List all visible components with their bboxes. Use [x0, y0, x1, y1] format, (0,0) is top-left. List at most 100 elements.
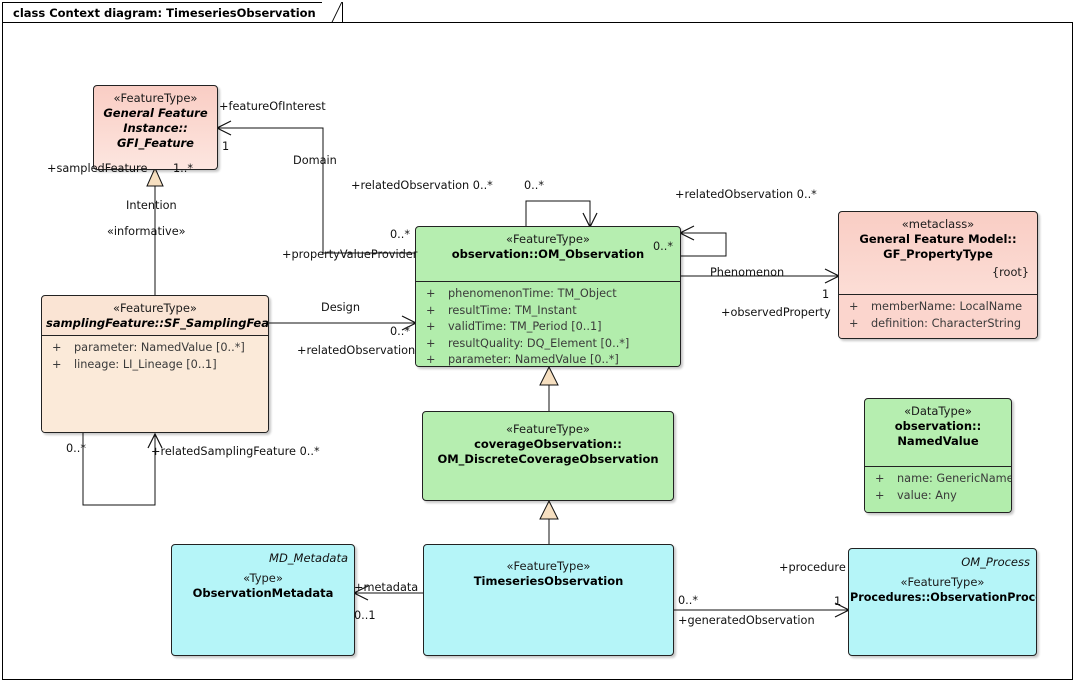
- label-relatedsamplingfeature-role: +relatedSamplingFeature 0..*: [151, 445, 320, 458]
- class-name-line-2: Instance::: [123, 121, 188, 135]
- class-sf-samplingfeature-attributes: +parameter: NamedValue [0..*] + lineage: …: [42, 335, 268, 432]
- label-featureofinterest-multiplicity: 1: [222, 140, 230, 153]
- stereotype-label: «Type»: [243, 571, 283, 585]
- class-om-discretecoverageobservation-header: «FeatureType» coverageObservation:: OM_D…: [423, 412, 673, 471]
- class-name-line-1: observation::: [894, 419, 982, 433]
- class-name-line-1: coverageObservation::: [474, 437, 622, 451]
- class-timeseriesobservation[interactable]: «FeatureType» TimeseriesObservation: [423, 544, 674, 656]
- attribute-row: +parameter: NamedValue [0..*]: [45, 340, 265, 357]
- label-domain-name: Domain: [293, 154, 337, 167]
- class-namedvalue[interactable]: «DataType» observation:: NamedValue + nam…: [864, 398, 1012, 513]
- label-propertyvalueprovider-multiplicity: 0..*: [390, 228, 411, 241]
- class-om-observation-header: «FeatureType» observation::OM_Observatio…: [416, 227, 680, 281]
- diagram-frame: «FeatureType» General Feature Instance::…: [2, 22, 1073, 680]
- label-phenomenon-name: Phenomenon: [710, 266, 785, 279]
- class-observationmetadata[interactable]: MD_Metadata «Type» ObservationMetadata: [171, 544, 355, 656]
- attribute-row: + value: Any: [868, 488, 1008, 505]
- label-intention-name: Intention: [126, 199, 177, 212]
- class-tag-label: OM_Process: [961, 555, 1030, 569]
- label-generatedobservation-multiplicity: 0..*: [678, 594, 699, 607]
- class-gf-propertytype[interactable]: «metaclass» General Feature Model:: GF_P…: [838, 211, 1038, 339]
- stereotype-label: «FeatureType»: [506, 422, 590, 436]
- label-featureofinterest-role: +featureOfInterest: [219, 100, 326, 113]
- class-name: samplingFeature::SF_SamplingFeature: [46, 316, 269, 330]
- attribute-text: parameter: NamedValue [0..*]: [448, 353, 619, 366]
- stereotype-label: «FeatureType»: [506, 232, 590, 246]
- class-sf-samplingfeature[interactable]: «FeatureType» samplingFeature::SF_Sampli…: [41, 295, 269, 433]
- root-constraint: {root}: [991, 266, 1029, 279]
- label-sampledfeature-multiplicity: 1..*: [173, 162, 194, 175]
- class-sf-samplingfeature-header: «FeatureType» samplingFeature::SF_Sampli…: [42, 296, 268, 335]
- visibility-marker: +: [426, 287, 436, 300]
- label-propertyvalueprovider-role: +propertyValueProvider: [282, 248, 418, 261]
- label-domain-relatedobservation-role: +relatedObservation 0..*: [351, 179, 493, 192]
- visibility-marker: +: [426, 320, 436, 333]
- class-name-line-2: NamedValue: [897, 434, 979, 448]
- class-namedvalue-header: «DataType» observation:: NamedValue: [865, 399, 1011, 466]
- attribute-text: lineage: LI_Lineage [0..1]: [74, 357, 217, 371]
- visibility-marker: +: [875, 472, 885, 485]
- attribute-text: name: GenericName: [897, 472, 1012, 485]
- diagram-tab-title: class Context diagram: TimeseriesObserva…: [2, 2, 343, 23]
- label-design-multiplicity: 0..*: [390, 325, 411, 338]
- stereotype-label: «FeatureType»: [506, 559, 591, 573]
- visibility-marker: +: [849, 300, 859, 313]
- label-procedure-role: +procedure: [779, 561, 846, 574]
- visibility-marker: +: [426, 303, 436, 317]
- label-design-name: Design: [321, 301, 361, 314]
- class-observationprocess[interactable]: OM_Process «FeatureType» Procedures::Obs…: [848, 548, 1037, 656]
- label-self-relatedobservation-top-multiplicity: 0..*: [524, 179, 545, 192]
- label-relatedsamplingfeature-multiplicity: 0..*: [66, 442, 87, 455]
- class-name: observation::OM_Observation: [451, 247, 645, 261]
- attribute-row: +resultQuality: DQ_Element [0..*]: [419, 336, 677, 353]
- class-om-discretecoverageobservation[interactable]: «FeatureType» coverageObservation:: OM_D…: [422, 411, 674, 501]
- class-om-observation[interactable]: «FeatureType» observation::OM_Observatio…: [415, 226, 681, 367]
- label-sampledfeature-role: +sampledFeature: [47, 162, 148, 175]
- class-namedvalue-attributes: + name: GenericName + value: Any: [865, 466, 1012, 512]
- class-gf-propertytype-header: «metaclass» General Feature Model:: GF_P…: [839, 212, 1037, 294]
- visibility-marker: +: [52, 357, 62, 371]
- class-name-line-1: General Feature Model::: [859, 232, 1017, 246]
- visibility-marker: +: [849, 316, 859, 330]
- corner-multiplicity: 0..*: [652, 240, 673, 253]
- class-timeseriesobservation-header: «FeatureType» TimeseriesObservation: [424, 545, 673, 593]
- visibility-marker: +: [426, 336, 436, 350]
- attribute-row: +phenomenonTime: TM_Object: [419, 286, 677, 303]
- label-observedproperty-role: +observedProperty: [721, 306, 831, 319]
- class-tag-label: MD_Metadata: [269, 551, 348, 565]
- attribute-row: + validTime: TM_Period [0..1]: [419, 319, 677, 336]
- attribute-text: definition: CharacterString: [871, 316, 1022, 330]
- class-name-line-2: OM_DiscreteCoverageObservation: [437, 452, 659, 466]
- label-procedure-multiplicity: 1: [834, 595, 842, 608]
- label-generatedobservation-role: +generatedObservation: [678, 614, 815, 627]
- class-observationmetadata-header: «Type» ObservationMetadata: [172, 545, 354, 605]
- attribute-text: memberName: LocalName: [871, 300, 1023, 313]
- attribute-row: + definition: CharacterString: [842, 316, 1034, 333]
- attribute-row: + memberName: LocalName: [842, 299, 1034, 316]
- label-metadata-multiplicity: 0..1: [354, 609, 376, 622]
- visibility-marker: +: [52, 341, 62, 354]
- class-observationprocess-header: «FeatureType» Procedures::ObservationPro…: [849, 549, 1036, 609]
- class-name: ObservationMetadata: [192, 586, 334, 600]
- class-gfi-feature[interactable]: «FeatureType» General Feature Instance::…: [93, 85, 218, 170]
- label-intention-stereotype: «informative»: [107, 225, 186, 238]
- class-gfi-feature-header: «FeatureType» General Feature Instance::…: [94, 86, 217, 155]
- stereotype-label: «DataType»: [904, 404, 972, 418]
- attribute-row: + lineage: LI_Lineage [0..1]: [45, 357, 265, 374]
- class-om-observation-attributes: +phenomenonTime: TM_Object + resultTime: …: [416, 281, 680, 366]
- attribute-text: validTime: TM_Period [0..1]: [448, 320, 602, 333]
- label-phenomenon-multiplicity: 1: [822, 288, 830, 301]
- label-metadata-role: +metadata: [354, 581, 419, 594]
- stereotype-label: «FeatureType»: [113, 91, 198, 105]
- visibility-marker: +: [875, 488, 885, 502]
- stereotype-label: «FeatureType»: [900, 575, 985, 589]
- class-name-line-1: General Feature: [103, 106, 208, 120]
- stereotype-label: «metaclass»: [901, 217, 975, 231]
- attribute-text: resultTime: TM_Instant: [448, 303, 577, 317]
- class-name: TimeseriesObservation: [473, 574, 624, 588]
- attribute-row: + resultTime: TM_Instant: [419, 303, 677, 320]
- stereotype-label: «FeatureType»: [113, 301, 197, 315]
- attribute-text: value: Any: [897, 488, 957, 502]
- class-name-line-3: GFI_Feature: [116, 136, 194, 150]
